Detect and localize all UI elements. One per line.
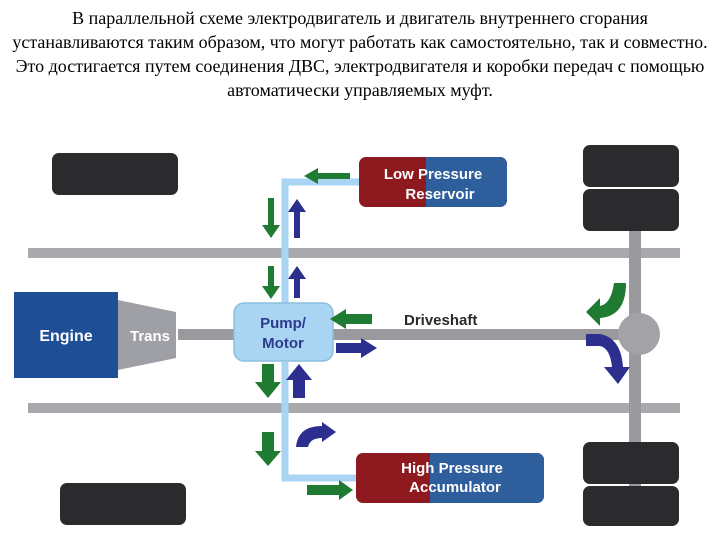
arrow-down-below-pump [255,364,281,398]
pipe-low [281,178,360,305]
arrow-left-into-pump [330,309,372,329]
pump-label-line2: Motor [262,335,304,352]
arrow-down-bottom [255,432,281,466]
arrow-down-top-2 [262,266,280,299]
pump-motor [233,302,334,362]
transmission [118,300,176,370]
driveshaft-bar [178,329,628,340]
engine-block [14,292,118,378]
front-right-wheel [60,483,186,525]
driveshaft-label: Driveshaft [404,312,477,329]
curved-arrow-purple [586,334,630,384]
arrow-up-top-2 [288,266,306,298]
differential [618,313,660,355]
rear-wheel-bottom-1 [583,442,679,484]
rear-wheel-bottom-2 [583,486,679,526]
trans-label: Trans [130,328,170,345]
high-pressure-label-line2: Accumulator [409,479,501,496]
arrow-down-top-1 [262,198,280,238]
high-pressure-label-line1: High Pressure [401,460,503,477]
arrow-up-top-1 [288,199,306,238]
frame-rail-bottom [28,403,680,413]
arrow-up-below-pump [286,364,312,398]
pump-label-line1: Pump/ [260,315,307,332]
rear-wheel-top-1 [583,145,679,187]
engine-label: Engine [39,328,92,345]
arrow-left-to-pipe-top [304,168,350,184]
frame-rail-top [28,248,680,258]
curved-arrow-green [586,283,626,326]
arrow-curve-bottom [296,422,336,464]
arrow-right-to-accumulator [307,480,353,500]
low-pressure-label-line1: Low Pressure [384,166,482,183]
caption: В параллельной схеме электродвигатель и … [12,8,708,100]
front-left-wheel [52,153,178,195]
pipe-high [281,362,358,482]
low-pressure-label-line2: Reservoir [405,186,474,203]
arrow-right-out-pump [336,338,377,358]
rear-wheel-top-2 [583,189,679,231]
